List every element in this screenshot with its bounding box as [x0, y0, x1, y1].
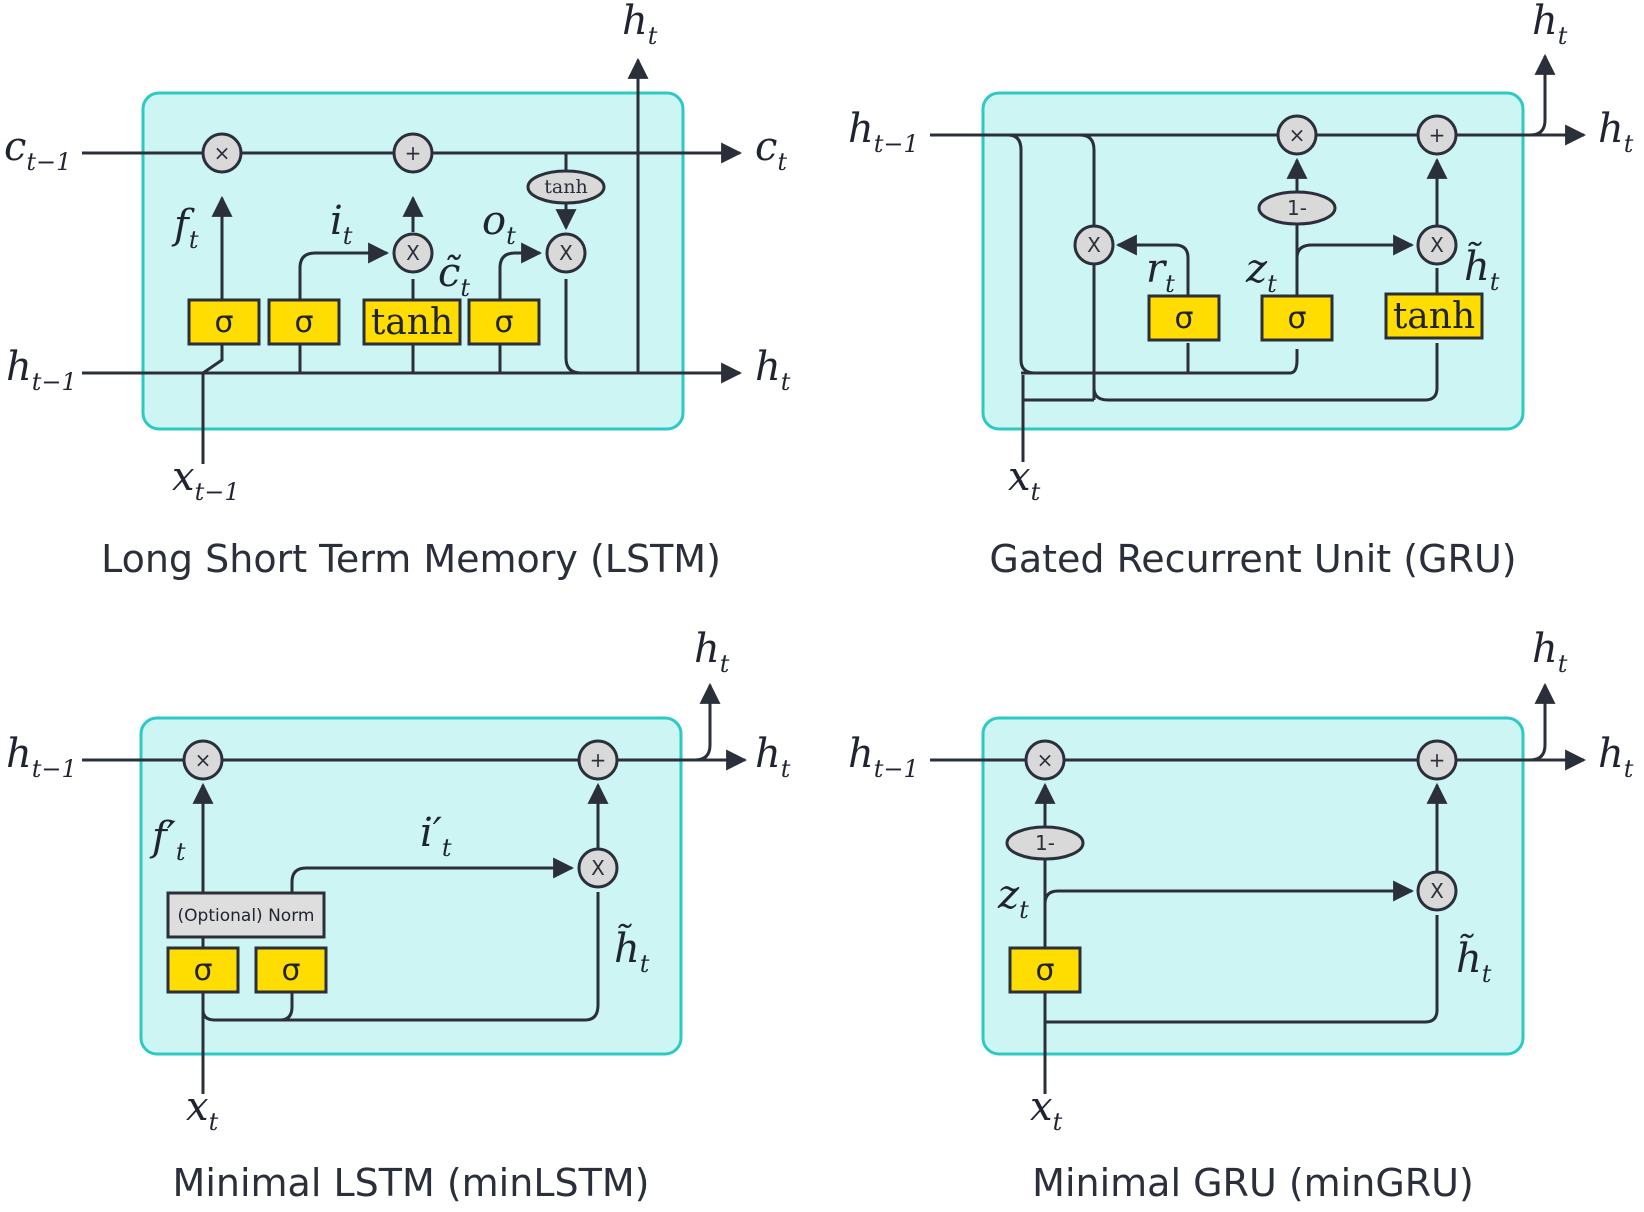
gru-reset-gate-label: σ — [1174, 301, 1193, 336]
lstm-input-mul-op — [392, 232, 434, 274]
lstm-add-op — [392, 132, 434, 174]
gru-diagram: σ σ tanh × + X X 1- ht−1 ht ht xt rt zt … — [848, 0, 1634, 581]
gru-reset-gate — [1147, 294, 1221, 342]
minlstm-h-tilde-label: h̃t — [614, 923, 650, 978]
lstm-output-gate — [467, 298, 541, 346]
lstm-c-prev-label: ct−1 — [4, 124, 71, 176]
mingru-one-minus-label: 1- — [1035, 831, 1055, 855]
minlstm-input-gate — [254, 946, 328, 994]
minlstm-input-mul-symbol: X — [591, 856, 605, 880]
minlstm-add-op — [577, 739, 619, 781]
mingru-candidate-mul-op — [1416, 870, 1458, 912]
lstm-c-tilde-label: c̃t — [438, 250, 470, 302]
minlstm-input-gate-label: σ — [281, 953, 300, 988]
lstm-x-in-label: xt−1 — [172, 454, 240, 506]
mingru-z-label: zt — [997, 872, 1029, 924]
mingru-mul-symbol: × — [1037, 748, 1054, 772]
lstm-h-out-right-label: ht — [755, 344, 791, 396]
mingru-diagram: σ × + X 1- ht−1 ht ht xt zt h̃t Minimal … — [848, 626, 1634, 1205]
mingru-update-gate — [1008, 946, 1082, 994]
minlstm-norm-box — [166, 891, 326, 939]
mingru-one-minus-op — [1005, 825, 1085, 861]
gru-top-mul-op — [1276, 114, 1318, 156]
mingru-h-out-top-label: ht — [1532, 626, 1568, 678]
gru-add-symbol: + — [1429, 123, 1446, 147]
lstm-candidate-gate-label: tanh — [371, 302, 453, 343]
mingru-mul-op — [1024, 739, 1066, 781]
gru-reset-mul-op — [1073, 224, 1115, 266]
minlstm-forget-mul-symbol: × — [195, 748, 212, 772]
minlstm-h-prev-label: ht−1 — [6, 731, 77, 783]
gru-cell — [981, 91, 1525, 431]
mingru-h-out-right-label: ht — [1598, 731, 1634, 783]
mingru-x-in-label: xt — [1030, 1084, 1063, 1136]
lstm-input-gate-label: σ — [294, 305, 313, 340]
lstm-h-out-top-label: ht — [622, 0, 658, 50]
lstm-add-symbol: + — [405, 141, 422, 165]
minlstm-diagram: (Optional) Norm σ σ × + X ht−1 ht ht xt … — [6, 626, 791, 1205]
minlstm-input-mul-op — [577, 847, 619, 889]
minlstm-title: Minimal LSTM (minLSTM) — [173, 1161, 650, 1205]
lstm-i-label: it — [330, 198, 353, 250]
lstm-o-label: ot — [482, 198, 516, 250]
gru-update-gate — [1260, 294, 1334, 342]
lstm-input-gate — [267, 298, 341, 346]
gru-candidate-gate — [1384, 292, 1484, 340]
lstm-forget-gate-label: σ — [214, 305, 233, 340]
lstm-wires — [82, 57, 743, 464]
minlstm-x-in-label: xt — [186, 1084, 219, 1136]
lstm-forget-mul-op — [201, 132, 243, 174]
lstm-h-prev-label: ht−1 — [6, 344, 77, 396]
mingru-candidate-mul-symbol: X — [1430, 879, 1444, 903]
minlstm-forget-mul-op — [182, 739, 224, 781]
gru-candidate-gate-label: tanh — [1393, 296, 1475, 337]
gru-h-out-right-label: ht — [1598, 106, 1634, 158]
gru-h-prev-label: ht−1 — [848, 106, 919, 158]
minlstm-norm-label: (Optional) Norm — [178, 906, 315, 926]
minlstm-forget-gate-label: σ — [193, 953, 212, 988]
lstm-candidate-gate — [362, 298, 462, 346]
gru-x-in-label: xt — [1008, 454, 1041, 506]
gru-z-label: zt — [1245, 246, 1277, 298]
gru-one-minus-label: 1- — [1287, 196, 1307, 220]
mingru-add-symbol: + — [1429, 748, 1446, 772]
minlstm-forget-gate — [166, 946, 240, 994]
minlstm-wires — [82, 682, 748, 1094]
minlstm-h-out-top-label: ht — [694, 626, 730, 678]
gru-h-tilde-label: h̃t — [1464, 241, 1500, 296]
minlstm-i-label: i′t — [420, 810, 452, 862]
gru-wires — [930, 53, 1587, 462]
lstm-title: Long Short Term Memory (LSTM) — [101, 537, 721, 581]
minlstm-f-label: f′t — [149, 814, 186, 866]
minlstm-h-out-right-label: ht — [755, 731, 791, 783]
mingru-h-prev-label: ht−1 — [848, 731, 919, 783]
gru-h-out-top-label: ht — [1532, 0, 1568, 50]
mingru-h-tilde-label: h̃t — [1456, 933, 1492, 988]
mingru-add-op — [1416, 739, 1458, 781]
gru-reset-mul-symbol: X — [1087, 233, 1101, 257]
minlstm-add-symbol: + — [590, 748, 607, 772]
lstm-input-mul-symbol: X — [406, 241, 420, 265]
lstm-forget-gate — [187, 298, 261, 346]
gru-title: Gated Recurrent Unit (GRU) — [989, 537, 1516, 581]
mingru-update-gate-label: σ — [1035, 953, 1054, 988]
lstm-diagram: σ σ tanh σ × + X X tanh ct−1 ct ht−1 ht … — [4, 0, 791, 581]
mingru-wires — [930, 682, 1587, 1094]
gru-candidate-mul-op — [1416, 224, 1458, 266]
lstm-output-mul-op — [545, 232, 587, 274]
gru-one-minus-op — [1257, 190, 1337, 226]
lstm-c-out-label: ct — [755, 124, 787, 176]
gru-candidate-mul-symbol: X — [1430, 233, 1444, 257]
gru-update-gate-label: σ — [1287, 301, 1306, 336]
mingru-cell — [981, 716, 1525, 1056]
lstm-output-mul-symbol: X — [559, 241, 573, 265]
mingru-title: Minimal GRU (minGRU) — [1032, 1161, 1474, 1205]
lstm-tanh-op — [526, 169, 606, 205]
gru-r-label: rt — [1146, 246, 1175, 298]
gru-top-mul-symbol: × — [1289, 123, 1306, 147]
lstm-tanh-op-label: tanh — [544, 176, 587, 198]
lstm-forget-mul-symbol: × — [214, 141, 231, 165]
gru-add-op — [1416, 114, 1458, 156]
lstm-output-gate-label: σ — [494, 305, 513, 340]
